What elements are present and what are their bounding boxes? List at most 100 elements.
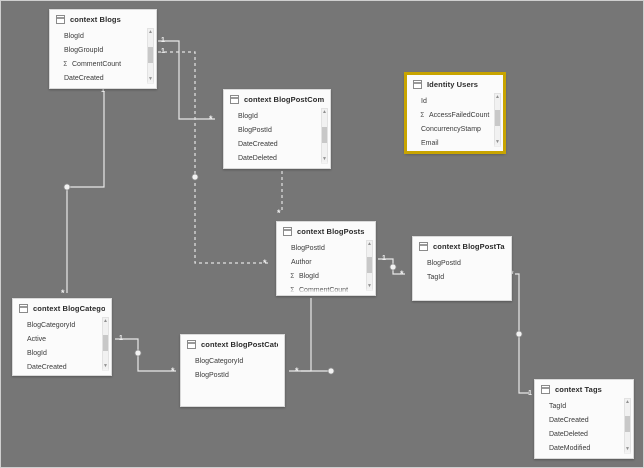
table-header-identityusers[interactable]: Identity Users: [407, 75, 503, 93]
scroll-down-arrow-icon[interactable]: ▼: [103, 363, 108, 369]
field-name: DateDeleted: [549, 430, 588, 438]
table-header-tags[interactable]: context Tags: [535, 380, 633, 398]
scroll-up-arrow-icon[interactable]: ▲: [625, 399, 630, 405]
table-title: context BlogPostComm: [244, 95, 324, 104]
measure-sigma-icon: Σ: [420, 110, 425, 119]
scroll-thumb[interactable]: [367, 257, 372, 273]
measure-sigma-icon: Σ: [290, 271, 295, 280]
cardinality-marker-many-blogposts-to-blogposttags: *: [400, 269, 404, 279]
field-name: DateCreated: [549, 416, 589, 424]
scroll-down-arrow-icon[interactable]: ▼: [148, 76, 153, 82]
scroll-thumb[interactable]: [103, 335, 108, 351]
field-row[interactable]: BlogPostId: [277, 241, 375, 255]
edge-midpoint-blogpostcateg-right: [327, 367, 335, 375]
field-name: ConcurrencyStamp: [421, 125, 481, 133]
field-row[interactable]: ConcurrencyStamp: [407, 122, 503, 136]
field-row[interactable]: BlogGroupId: [50, 43, 156, 57]
edge-blogs-to-blogcategories: [66, 91, 105, 293]
field-row[interactable]: BlogId: [50, 29, 156, 43]
field-name: BlogCategoryId: [27, 321, 76, 329]
field-list-scrollbar[interactable]: ▲▼: [624, 398, 631, 454]
field-list-scrollbar[interactable]: ▲▼: [147, 28, 154, 84]
field-row[interactable]: TagId: [413, 270, 511, 284]
scroll-down-arrow-icon[interactable]: ▼: [495, 139, 500, 145]
field-row[interactable]: DateDeleted: [535, 427, 633, 441]
cardinality-marker-one-blogposts-to-blogposttags: 1: [382, 255, 386, 262]
field-list-scrollbar[interactable]: ▲▼: [494, 93, 501, 147]
field-name: Id: [421, 97, 427, 105]
field-name: DateModified: [238, 169, 279, 170]
scroll-thumb[interactable]: [625, 416, 630, 432]
field-row[interactable]: BlogPostId: [413, 256, 511, 270]
field-row[interactable]: DateDeleted: [224, 151, 330, 165]
edge-blogcategories-to-blogpostcateg: [115, 338, 176, 372]
field-row[interactable]: Email: [407, 136, 503, 150]
scroll-down-arrow-icon[interactable]: ▼: [322, 156, 327, 162]
field-row[interactable]: BlogId: [224, 109, 330, 123]
field-row[interactable]: Author: [277, 255, 375, 269]
table-header-blogpostcomm[interactable]: context BlogPostComm: [224, 90, 330, 108]
field-row[interactable]: BlogCategoryId: [181, 354, 284, 368]
scroll-thumb[interactable]: [148, 47, 153, 63]
field-list-fade: [278, 288, 374, 295]
table-card-blogposttags[interactable]: context BlogPostTagsBlogPostIdTagId: [412, 236, 512, 301]
field-row[interactable]: Active: [13, 332, 111, 346]
field-row[interactable]: Id: [407, 94, 503, 108]
table-card-blogpostcateg[interactable]: context BlogPostCateg…BlogCategoryIdBlog…: [180, 334, 285, 407]
scroll-up-arrow-icon[interactable]: ▲: [322, 109, 327, 115]
card-bottom-padding: [181, 382, 284, 388]
table-header-blogcategories[interactable]: context BlogCategories: [13, 299, 111, 317]
scroll-up-arrow-icon[interactable]: ▲: [495, 94, 500, 100]
table-header-blogposts[interactable]: context BlogPosts: [277, 222, 375, 240]
field-list-fade: [182, 399, 283, 406]
field-row[interactable]: TagId: [535, 399, 633, 413]
scroll-up-arrow-icon[interactable]: ▲: [148, 29, 153, 35]
table-title: Identity Users: [427, 80, 478, 89]
field-list-scrollbar[interactable]: ▲▼: [102, 317, 109, 371]
table-header-blogpostcateg[interactable]: context BlogPostCateg…: [181, 335, 284, 353]
field-name: Author: [291, 258, 312, 266]
scroll-thumb[interactable]: [322, 127, 327, 143]
field-row[interactable]: DateCreated: [224, 137, 330, 151]
field-name: BlogPostId: [427, 259, 461, 267]
field-name: CommentCount: [72, 60, 122, 68]
field-name: Email: [421, 139, 439, 147]
edge-midpoint-blogpostcateg: [134, 349, 142, 357]
field-row[interactable]: BlogId: [13, 346, 111, 360]
field-row[interactable]: DateModified: [535, 441, 633, 455]
field-row[interactable]: BlogPostId: [181, 368, 284, 382]
scroll-up-arrow-icon[interactable]: ▲: [103, 318, 108, 324]
cardinality-marker-one-tags-to-blogposttags: 1: [528, 390, 532, 397]
field-name: DateModified: [64, 89, 105, 90]
field-row[interactable]: BlogCategoryId: [13, 318, 111, 332]
edge-blogs-to-blogpostcomm: [158, 40, 215, 120]
scroll-down-arrow-icon[interactable]: ▼: [367, 283, 372, 289]
table-header-blogposttags[interactable]: context BlogPostTags: [413, 237, 511, 255]
scroll-thumb[interactable]: [495, 110, 500, 126]
field-row[interactable]: BlogPostId: [224, 123, 330, 137]
cardinality-marker-many-blogs-to-blogcategories: *: [61, 288, 65, 298]
field-list-scrollbar[interactable]: ▲▼: [366, 240, 373, 291]
field-list-scrollbar[interactable]: ▲▼: [321, 108, 328, 164]
field-name: BlogCategoryId: [195, 357, 244, 365]
field-row[interactable]: DateCreated: [535, 413, 633, 427]
card-bottom-padding: [413, 284, 511, 290]
table-card-blogcategories[interactable]: context BlogCategoriesBlogCategoryIdActi…: [12, 298, 112, 376]
field-row[interactable]: DateCreated: [13, 360, 111, 374]
scroll-up-arrow-icon[interactable]: ▲: [367, 241, 372, 247]
scroll-down-arrow-icon[interactable]: ▼: [625, 446, 630, 452]
field-row[interactable]: DateCreated: [50, 71, 156, 85]
table-header-blogs[interactable]: context Blogs: [50, 10, 156, 28]
